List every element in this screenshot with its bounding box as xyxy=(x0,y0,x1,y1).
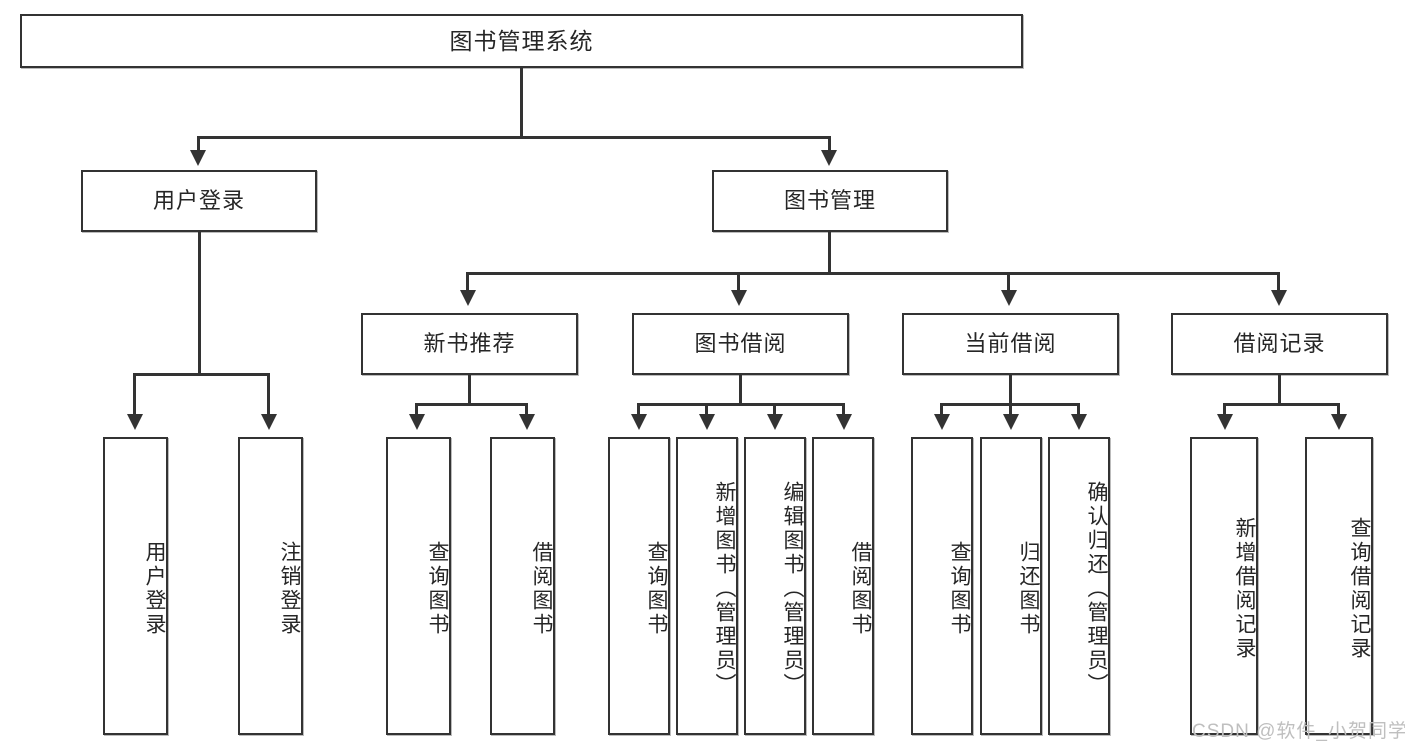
edge-book-manage-bus xyxy=(466,272,1280,275)
arrow-to-book-borrow xyxy=(731,290,747,306)
leaf-borrow-add-book-admin[interactable]: 新增图书（管理员） xyxy=(676,437,738,735)
node-book-borrow[interactable]: 图书借阅 xyxy=(632,313,849,375)
node-root-system[interactable]: 图书管理系统 xyxy=(20,14,1023,68)
edge-book-manage-drop-1 xyxy=(466,272,469,294)
edge-new-book-stem xyxy=(468,375,471,405)
edge-book-borrow-stem xyxy=(739,375,742,405)
node-label: 图书管理 xyxy=(783,188,876,214)
arrow-user-login-leaf-2 xyxy=(261,414,277,430)
leaf-label: 注销登录 xyxy=(278,541,301,637)
node-current-borrow[interactable]: 当前借阅 xyxy=(902,313,1119,375)
leaf-label: 借阅图书 xyxy=(530,541,553,637)
leaf-new-book-query[interactable]: 查询图书 xyxy=(386,437,451,735)
edge-book-manage-drop-4 xyxy=(1277,272,1280,294)
arrow-to-borrow-record xyxy=(1271,290,1287,306)
arrow-current-borrow-leaf-1 xyxy=(934,414,950,430)
leaf-label: 查询图书 xyxy=(645,541,668,637)
leaf-current-return-book[interactable]: 归还图书 xyxy=(980,437,1042,735)
edge-user-login-drop-2 xyxy=(267,373,270,418)
arrow-book-borrow-leaf-4 xyxy=(836,414,852,430)
leaf-borrow-borrow-book[interactable]: 借阅图书 xyxy=(812,437,874,735)
arrow-user-login-leaf-1 xyxy=(127,414,143,430)
arrow-to-user-login xyxy=(190,150,206,166)
arrow-to-new-book-recommend xyxy=(460,290,476,306)
arrow-new-book-leaf-2 xyxy=(519,414,535,430)
arrow-current-borrow-leaf-2 xyxy=(1003,414,1019,430)
leaf-record-query[interactable]: 查询借阅记录 xyxy=(1305,437,1373,735)
leaf-current-confirm-return-admin[interactable]: 确认归还（管理员） xyxy=(1048,437,1110,735)
edge-user-login-bus xyxy=(133,373,270,376)
watermark: CSDN @软件_小贺同学 xyxy=(1192,721,1405,742)
arrow-book-borrow-leaf-2 xyxy=(699,414,715,430)
edge-book-borrow-drop-4 xyxy=(842,403,845,418)
edge-user-login-stem xyxy=(198,232,201,375)
arrow-book-borrow-leaf-3 xyxy=(767,414,783,430)
edge-new-book-bus xyxy=(415,403,528,406)
edge-borrow-record-drop-2 xyxy=(1337,403,1340,418)
edge-current-borrow-drop-2 xyxy=(1009,403,1012,418)
leaf-label: 编辑图书（管理员） xyxy=(781,481,804,697)
leaf-user-login[interactable]: 用户登录 xyxy=(103,437,168,735)
edge-borrow-record-drop-1 xyxy=(1223,403,1226,418)
arrow-to-current-borrow xyxy=(1001,290,1017,306)
leaf-label: 借阅图书 xyxy=(849,541,872,637)
leaf-label: 查询图书 xyxy=(948,541,971,637)
leaf-label: 新增借阅记录 xyxy=(1233,517,1256,661)
edge-book-manage-stem xyxy=(828,232,831,274)
leaf-user-logout[interactable]: 注销登录 xyxy=(238,437,303,735)
edge-root-to-book-manage xyxy=(828,136,831,152)
arrow-borrow-record-leaf-1 xyxy=(1217,414,1233,430)
arrow-book-borrow-leaf-1 xyxy=(631,414,647,430)
edge-root-stem xyxy=(520,68,523,138)
edge-book-borrow-bus xyxy=(637,403,845,406)
leaf-label: 查询借阅记录 xyxy=(1348,517,1371,661)
leaf-label: 查询图书 xyxy=(426,541,449,637)
arrow-new-book-leaf-1 xyxy=(409,414,425,430)
node-label: 借阅记录 xyxy=(1233,331,1326,357)
leaf-label: 新增图书（管理员） xyxy=(713,481,736,697)
edge-root-bus xyxy=(197,136,831,139)
edge-book-borrow-drop-3 xyxy=(773,403,776,418)
edge-book-manage-drop-2 xyxy=(737,272,740,294)
edge-user-login-drop-1 xyxy=(133,373,136,418)
node-label: 用户登录 xyxy=(152,188,245,214)
edge-borrow-record-bus xyxy=(1223,403,1340,406)
leaf-borrow-query-book[interactable]: 查询图书 xyxy=(608,437,670,735)
node-label: 图书管理系统 xyxy=(449,27,594,54)
leaf-label: 用户登录 xyxy=(143,541,166,637)
leaf-record-add[interactable]: 新增借阅记录 xyxy=(1190,437,1258,735)
node-user-login[interactable]: 用户登录 xyxy=(81,170,317,232)
edge-current-borrow-stem xyxy=(1009,375,1012,405)
leaf-current-query-book[interactable]: 查询图书 xyxy=(911,437,973,735)
edge-current-borrow-drop-3 xyxy=(1077,403,1080,418)
edge-new-book-drop-1 xyxy=(415,403,418,418)
node-borrow-record[interactable]: 借阅记录 xyxy=(1171,313,1388,375)
arrow-to-book-manage xyxy=(821,150,837,166)
edge-book-borrow-drop-1 xyxy=(637,403,640,418)
edge-current-borrow-drop-1 xyxy=(940,403,943,418)
arrow-current-borrow-leaf-3 xyxy=(1071,414,1087,430)
leaf-new-book-borrow[interactable]: 借阅图书 xyxy=(490,437,555,735)
leaf-borrow-edit-book-admin[interactable]: 编辑图书（管理员） xyxy=(744,437,806,735)
edge-borrow-record-stem xyxy=(1278,375,1281,405)
node-new-book-recommend[interactable]: 新书推荐 xyxy=(361,313,578,375)
node-label: 当前借阅 xyxy=(964,331,1057,357)
node-book-manage[interactable]: 图书管理 xyxy=(712,170,948,232)
leaf-label: 确认归还（管理员） xyxy=(1085,481,1108,697)
node-label: 图书借阅 xyxy=(694,331,787,357)
edge-root-to-user-login xyxy=(197,136,200,152)
arrow-borrow-record-leaf-2 xyxy=(1331,414,1347,430)
node-label: 新书推荐 xyxy=(423,331,516,357)
edge-book-borrow-drop-2 xyxy=(705,403,708,418)
edge-book-manage-drop-3 xyxy=(1007,272,1010,294)
edge-new-book-drop-2 xyxy=(525,403,528,418)
leaf-label: 归还图书 xyxy=(1017,541,1040,637)
